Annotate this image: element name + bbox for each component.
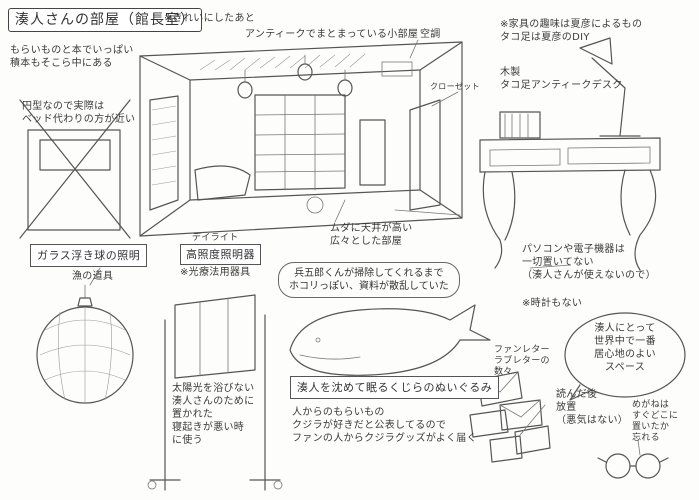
annotation-arrows (89, 39, 641, 456)
high-lamp-label: 高照度照明器 (180, 244, 261, 265)
crossed-bed-sketch (19, 99, 131, 239)
note-tidied: ※きれいにしたあと (164, 13, 256, 24)
ceiling-note: ムダに天井が高い 広々とした部屋 (330, 223, 413, 247)
page-title: 湊人さんの部屋（館長室） (8, 8, 202, 32)
closet-label: クローゼット (430, 82, 480, 91)
bed-note: 円型なので実際は ベッド代わりの方が近い (22, 101, 136, 125)
glass-float-label: ガラス浮き球の照明 (30, 244, 148, 267)
aircon-label: 空調 (420, 29, 441, 40)
antique-desk-sketch (479, 37, 661, 271)
whale-fan-note: 人からのもらいもの クジラが好きだと公表してるので ファンの人からクジラグッズが… (292, 407, 477, 444)
speech-bubble-sketch (564, 312, 686, 401)
whale-label: 湊人を沈めて眠るくじらのぬいぐるみ (290, 376, 500, 399)
furniture-note: ※家具の趣味は夏彦によるもの タコ足は夏彦のDIY (500, 19, 643, 43)
dust-note: 兵五郎くんが掃除してくれるまで ホコリっぽい、資料が散乱していた (278, 262, 460, 298)
glass-float-lamp-sketch (36, 284, 134, 404)
daylight-label: デイライト (192, 233, 239, 243)
shelf-note: もらいものと本でいっぱい 積本もそこら中にある (10, 45, 134, 69)
room-caption: アンティークでまとまっている小部屋 (245, 29, 419, 40)
clock-note: ※時計もない (522, 298, 583, 309)
glasses-note: めがねは すぐどこに 置いたか 忘れる (632, 400, 679, 443)
whale-plush-sketch (289, 304, 491, 376)
curtain-note: 太陽光を浴びない 湊人さんのために 置かれた 寝起きが悪い時 に使う (172, 383, 255, 446)
room-perspective-sketch (139, 41, 463, 237)
glasses-sketch (597, 453, 669, 479)
letters-note: 読んだ後 放置 （悪気はない） (556, 389, 629, 426)
letters-head: ファンレター ラブレターの 数々 (494, 345, 550, 377)
desk-material-note: 木製 タコ足アンティークデスク (500, 67, 623, 91)
light-therapy-stand-sketch (147, 294, 283, 491)
pc-note: パソコンや電子機器は 一切置いてない （湊人さんが使えないので） (522, 244, 656, 281)
float-sub-note: 漁の道具 (72, 271, 114, 282)
light-therapy-note: ※光療法用器具 (180, 267, 251, 278)
bubble-text: 湊人にとって 世界中で一番 居心地のよい スペース (594, 323, 656, 373)
